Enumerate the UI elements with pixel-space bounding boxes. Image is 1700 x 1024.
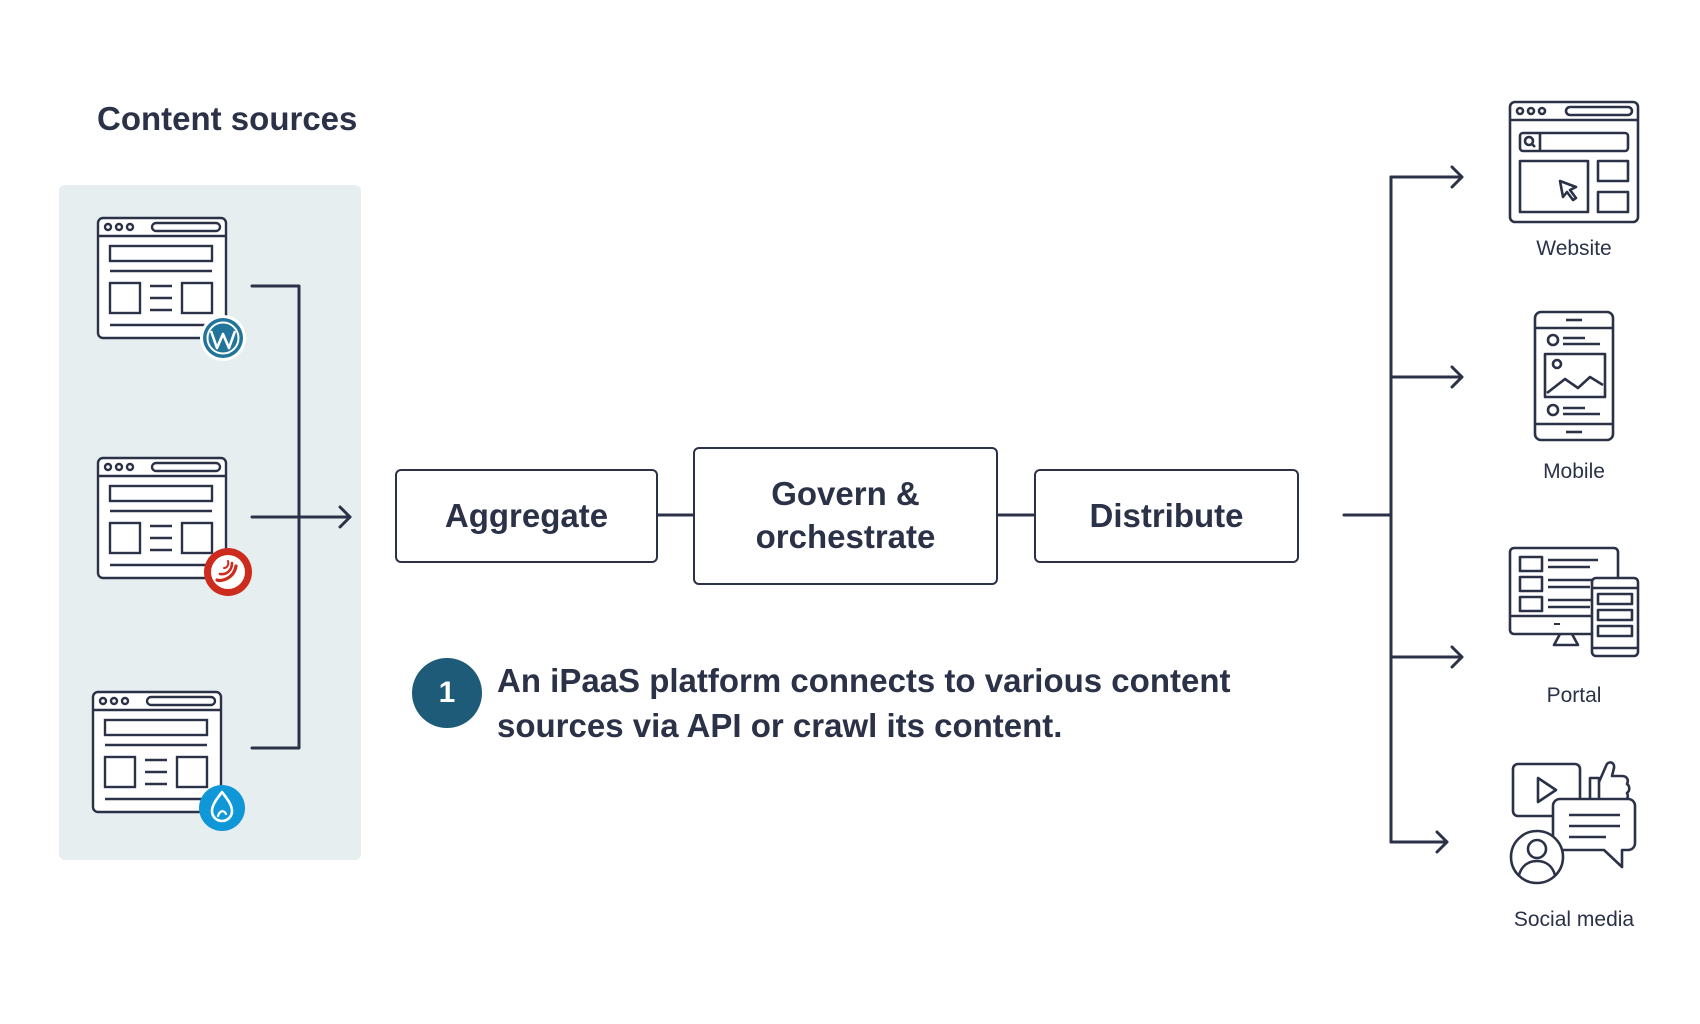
- arrow-to-aggregate-head: [338, 505, 352, 529]
- output-label-social-media: Social media: [1513, 908, 1635, 931]
- website-icon: [1508, 100, 1640, 224]
- aggregate-label: Aggregate: [444, 496, 609, 534]
- output-label-website: Website: [1536, 237, 1612, 260]
- distribute-label: Distribute: [1089, 496, 1244, 534]
- govern-label-line2: orchestrate: [755, 518, 936, 555]
- mobile-icon: [1533, 310, 1615, 442]
- content-sources-title: Content sources: [97, 100, 358, 137]
- distribute-step: Distribute: [1034, 469, 1299, 563]
- wordpress-icon: [200, 315, 246, 361]
- portal-icon: [1508, 546, 1640, 658]
- source-page-icon-3: [91, 690, 223, 814]
- arrow-to-mobile: [1389, 365, 1464, 389]
- output-label-mobile: Mobile: [1543, 460, 1605, 483]
- aggregate-step: Aggregate: [395, 469, 658, 563]
- sitecore-icon: [204, 548, 252, 596]
- step-number-badge: 1: [412, 658, 482, 728]
- govern-label-line1: Govern &: [771, 475, 920, 513]
- source-page-icon-1: [96, 216, 228, 340]
- govern-orchestrate-step: Govern & orchestrate: [693, 447, 998, 585]
- source-page-icon-2: [96, 456, 228, 580]
- arrow-to-website: [1389, 165, 1464, 189]
- social-media-icon: [1509, 761, 1637, 885]
- drupal-icon: [199, 785, 245, 831]
- output-label-portal: Portal: [1546, 684, 1602, 707]
- step-description: An iPaaS platform connects to various co…: [497, 662, 1231, 744]
- arrow-to-portal: [1389, 645, 1464, 669]
- arrow-to-social-media: [1389, 830, 1449, 854]
